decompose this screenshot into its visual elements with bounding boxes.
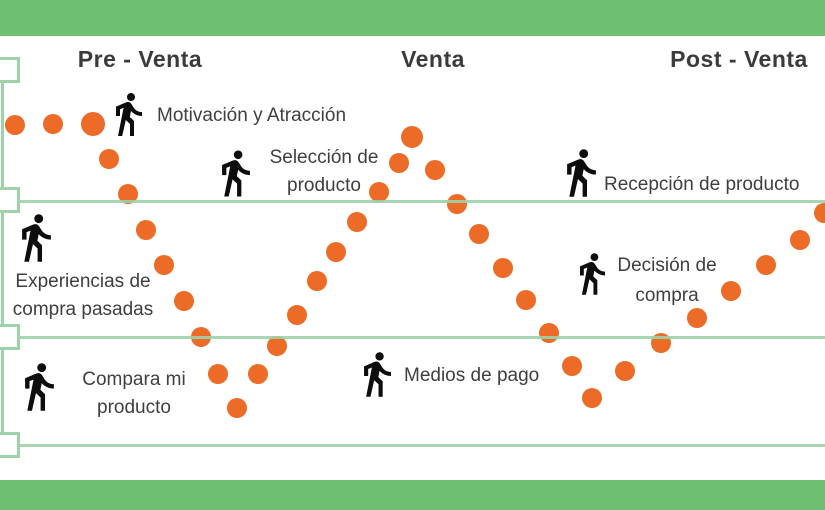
journey-dot	[118, 184, 138, 204]
journey-dot	[248, 364, 268, 384]
journey-dot	[326, 242, 346, 262]
axis-tick-box-1	[0, 57, 20, 83]
phase-header-pre-venta: Pre - Venta	[77, 46, 203, 72]
journey-dot	[369, 182, 389, 202]
journey-dot	[81, 112, 105, 136]
journey-dot	[687, 308, 707, 328]
left-axis-line	[1, 58, 4, 446]
touchpoint-label: Medios de pago	[404, 365, 540, 386]
journey-dot	[154, 255, 174, 275]
journey-dot	[814, 203, 825, 223]
journey-dot	[99, 149, 119, 169]
journey-dot	[516, 290, 536, 310]
axis-tick-box-3	[0, 324, 20, 350]
touchpoint-label: Motivación y Atracción	[157, 105, 347, 126]
journey-dot	[267, 336, 287, 356]
journey-dot	[469, 224, 489, 244]
walking-person-icon	[25, 363, 54, 411]
walking-person-icon	[579, 253, 606, 295]
touchpoint-label: Selección de producto	[269, 147, 379, 196]
axis-tick-box-4	[0, 432, 20, 458]
bottom-banner	[0, 480, 825, 510]
journey-dot	[615, 361, 635, 381]
walking-person-icon	[364, 352, 391, 397]
row-divider-1	[16, 200, 825, 203]
top-banner	[0, 0, 825, 36]
journey-dot	[425, 160, 445, 180]
row-divider-2	[16, 336, 825, 339]
journey-dot	[347, 212, 367, 232]
touchpoint-label: Compara mi producto	[82, 369, 186, 418]
walking-person-icon	[222, 150, 250, 197]
journey-dot	[5, 115, 25, 135]
touchpoint-label: Decisión de compra	[617, 255, 717, 306]
journey-dot	[493, 258, 513, 278]
journey-dot	[562, 356, 582, 376]
journey-dot	[227, 398, 247, 418]
journey-dot	[307, 271, 327, 291]
journey-dot	[287, 305, 307, 325]
phase-header-venta: Venta	[401, 46, 465, 72]
phase-header-post-venta: Post - Venta	[670, 46, 808, 72]
journey-dot	[790, 230, 810, 250]
journey-dot	[447, 194, 467, 214]
journey-dot	[174, 291, 194, 311]
walking-person-icon	[116, 93, 142, 136]
journey-dot	[539, 323, 559, 343]
walking-person-icon	[567, 149, 596, 197]
touchpoint-label: Recepción de producto	[604, 174, 800, 195]
journey-dot	[208, 364, 228, 384]
journey-dot	[389, 153, 409, 173]
journey-dot	[756, 255, 776, 275]
journey-dot	[401, 126, 423, 148]
walking-person-icon	[22, 214, 51, 262]
touchpoint-label: Experiencias de compra pasadas	[12, 271, 154, 320]
axis-tick-box-2	[0, 187, 20, 213]
journey-dot	[136, 220, 156, 240]
journey-dot	[43, 114, 63, 134]
row-divider-3	[16, 444, 825, 447]
journey-dot	[721, 281, 741, 301]
journey-dot	[582, 388, 602, 408]
